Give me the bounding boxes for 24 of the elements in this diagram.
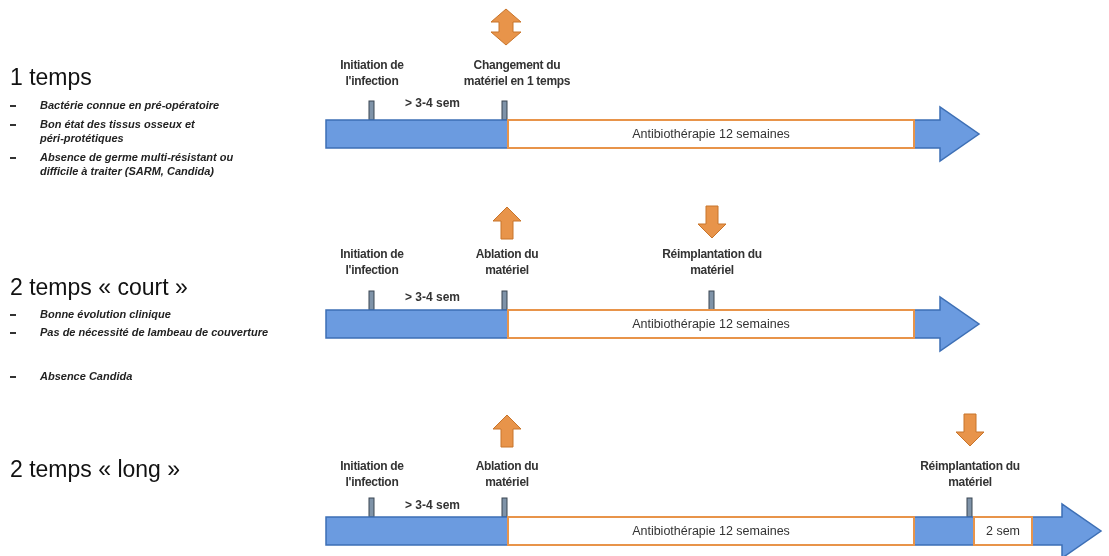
event-label: Initiation de l'infection — [339, 458, 405, 490]
interval-label: > 3-4 sem — [405, 498, 461, 512]
event-label: Initiation de l'infection — [339, 246, 405, 278]
interval-label: > 3-4 sem — [405, 96, 461, 110]
duration-bar: 2 sem — [973, 516, 1033, 546]
section-heading: 1 temps — [10, 64, 92, 91]
event-label: Ablation du matériel — [474, 246, 540, 278]
event-label: Changement du matériel en 1 temps — [462, 57, 572, 89]
criterion-text: Absence de germe multi-résistant ou difficile à traiter (SARM, Candida) — [40, 150, 235, 178]
duration-bar: Antibiothérapie 12 semaines — [507, 119, 915, 149]
section-heading: 2 temps « long » — [10, 456, 181, 483]
criterion-text: Pas de nécessité de lambeau de couverture — [40, 325, 270, 339]
event-label: Réimplantation du matériel — [661, 246, 763, 278]
criterion-text: Bonne évolution clinique — [40, 307, 172, 321]
criterion-text: Bon état des tissus osseux et péri-protétiques — [40, 117, 196, 145]
interval-label: > 3-4 sem — [405, 290, 461, 304]
duration-bar: Antibiothérapie 12 semaines — [507, 309, 915, 339]
event-label: Ablation du matériel — [474, 458, 540, 490]
section-heading: 2 temps « court » — [10, 274, 188, 301]
duration-bar: Antibiothérapie 12 semaines — [507, 516, 915, 546]
event-label: Réimplantation du matériel — [919, 458, 1021, 490]
event-label: Initiation de l'infection — [339, 57, 405, 89]
criterion-text: Bactérie connue en pré-opératoire — [40, 98, 221, 112]
criterion-text: Absence Candida — [40, 369, 134, 383]
